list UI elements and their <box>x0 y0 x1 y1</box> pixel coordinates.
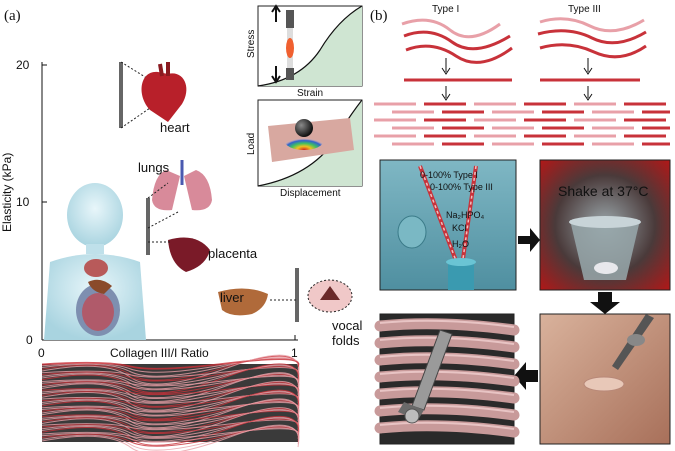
reagent-tube-panel <box>379 159 517 291</box>
shake-incubation-panel <box>539 159 671 291</box>
assembly-arrows <box>441 58 593 101</box>
stress-strain-inset <box>257 4 363 87</box>
lungs-leader <box>147 211 179 229</box>
y-axis-label: Elasticity (kPa) <box>0 153 14 232</box>
lungs-leader <box>147 182 169 199</box>
vocal-folds-illustration <box>307 279 353 313</box>
stress-label: Stress <box>246 30 257 58</box>
shake-label: Shake at 37°C <box>558 183 648 199</box>
type-i-range-label: 0-100% Type I <box>420 170 478 180</box>
droplet-deposition-panel <box>539 313 671 445</box>
reagent-label-2: KCl <box>452 223 467 233</box>
x-tick-label-1: 1 <box>291 346 298 360</box>
type-iii-range-label: 0-100% Type III <box>430 182 493 192</box>
placenta-illustration <box>168 237 210 272</box>
liver-label: liver <box>220 290 245 305</box>
type-i-molecules <box>401 18 513 64</box>
panel-b-label: (b) <box>370 8 388 24</box>
placenta-label: placenta <box>208 246 258 261</box>
load-displacement-inset <box>257 99 363 187</box>
reagent-label-1: Na₂HPO₄ <box>446 210 485 220</box>
liver-illustration <box>218 288 268 316</box>
vocal-folds-label-line1: vocal <box>332 318 362 333</box>
y-tick-label-20: 20 <box>16 58 30 72</box>
collagen-fiber-strip <box>41 354 300 451</box>
human-body-illustration <box>44 183 146 340</box>
x-tick-label-0: 0 <box>38 346 45 360</box>
load-label: Load <box>246 133 257 155</box>
afm-fibers-panel <box>374 313 520 445</box>
x-axis-label: Collagen III/I Ratio <box>110 346 209 360</box>
heart-label: heart <box>160 120 190 135</box>
y-tick-label-0: 0 <box>26 333 33 347</box>
heart-illustration <box>119 61 187 129</box>
arrow-right <box>518 228 540 252</box>
y-tick-label-10: 10 <box>16 195 30 209</box>
arrow-down <box>590 292 620 314</box>
type-iii-molecules <box>537 17 647 59</box>
vocal-folds-label-line2: folds <box>332 333 360 348</box>
lungs-illustration <box>152 160 212 211</box>
type-i-label: Type I <box>432 4 459 15</box>
lungs-label: lungs <box>138 160 170 175</box>
type-iii-label: Type III <box>568 4 601 15</box>
strain-label: Strain <box>297 88 323 99</box>
panel-a-label: (a) <box>4 8 21 24</box>
displacement-label: Displacement <box>280 188 341 199</box>
reagent-label-3: H₂O <box>452 239 469 249</box>
arrow-left <box>514 362 538 390</box>
fibril-assembly-band <box>374 78 670 146</box>
